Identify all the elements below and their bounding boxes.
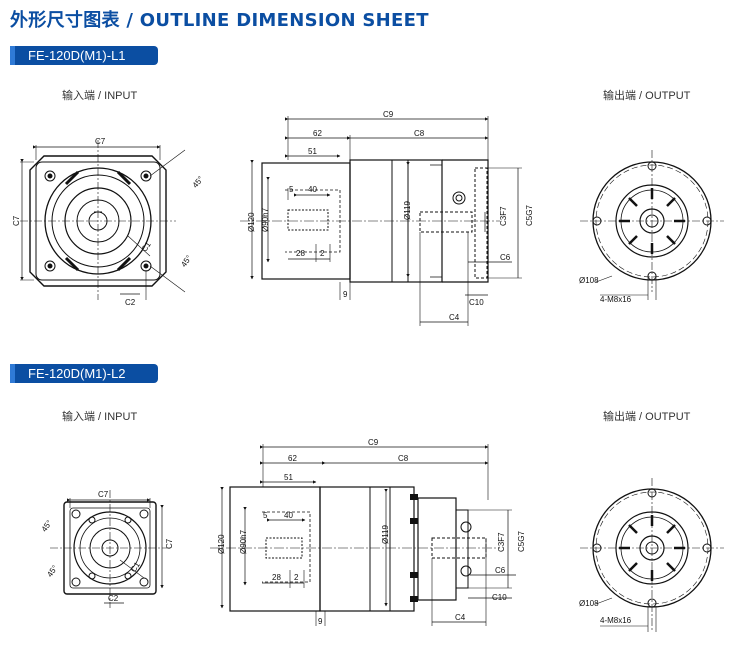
- dim-5-l1: 5: [289, 185, 294, 194]
- dim-51-l1: 51: [308, 147, 317, 156]
- dim-28-l1: 28: [296, 249, 305, 258]
- dim-c5-l2: C5G7: [517, 531, 526, 552]
- side-view-l2: [210, 444, 516, 626]
- dim-c3-l2: C3F7: [497, 532, 506, 552]
- dim-c9-l1: C9: [383, 110, 394, 119]
- dim-c1-l2: C1: [129, 560, 143, 574]
- dim-c7-side-l1: C7: [12, 215, 21, 226]
- dim-c7-top-l1: C7: [95, 137, 106, 146]
- dim-phi108-l2: Ø108: [579, 599, 599, 608]
- input-label-l1: 输入端 / INPUT: [62, 90, 138, 102]
- dim-62-l2: 62: [288, 454, 297, 463]
- output-label-l2: 输出端 / OUTPUT: [603, 411, 691, 423]
- dim-c2-l2: C2: [108, 594, 119, 603]
- dim-c7-top-l2: C7: [98, 490, 109, 499]
- dim-9-l2: 9: [318, 617, 323, 626]
- dim-40-l2: 40: [284, 511, 293, 520]
- dim-40-l1: 40: [308, 185, 317, 194]
- dim-2-l2: 2: [294, 573, 299, 582]
- input-label-l2: 输入端 / INPUT: [62, 411, 138, 423]
- dim-phi90-l2: Ø90h7: [239, 529, 248, 554]
- dim-phi119-l2: Ø119: [381, 524, 390, 544]
- dim-c6-l1: C6: [500, 253, 511, 262]
- dim-5-l2: 5: [263, 511, 268, 520]
- dim-phi120-l2: Ø120: [217, 534, 226, 554]
- dim-c5-l1: C5G7: [525, 205, 534, 226]
- output-label-l1: 输出端 / OUTPUT: [603, 90, 691, 102]
- dim-c4-l1: C4: [449, 313, 460, 322]
- dim-c6-l2: C6: [495, 566, 506, 575]
- dim-phi120-l1: Ø120: [247, 212, 256, 232]
- dim-9-l1: 9: [343, 290, 348, 299]
- dim-2-l1: 2: [320, 249, 325, 258]
- dim-angle-top-l1: 45°: [191, 175, 206, 190]
- model-tag-l1: FE-120D(M1)-L1: [10, 46, 158, 65]
- output-view-l1: [580, 150, 724, 300]
- model-tag-l2: FE-120D(M1)-L2: [10, 364, 158, 383]
- dim-c3-l1: C3F7: [499, 206, 508, 226]
- page-title: 外形尺寸图表 / OUTLINE DIMENSION SHEET: [10, 10, 429, 31]
- dim-c10-l2: C10: [492, 593, 507, 602]
- dim-c10-l1: C10: [469, 298, 484, 307]
- dim-c7-side-l2: C7: [165, 538, 174, 549]
- dim-62-l1: 62: [313, 129, 322, 138]
- dim-bolt-l1: 4-M8x16: [600, 295, 632, 304]
- dim-c9-l2: C9: [368, 438, 379, 447]
- dim-c2-l1: C2: [125, 298, 136, 307]
- input-view-l2: [50, 490, 170, 608]
- dim-phi90-l1: Ø90h7: [261, 207, 270, 232]
- dim-angle-bottom-l2: 45°: [45, 564, 59, 579]
- dim-c4-l2: C4: [455, 613, 466, 622]
- dim-c8-l2: C8: [398, 454, 409, 463]
- input-view-l1: [20, 140, 186, 300]
- dim-angle-top-l2: 45°: [40, 518, 54, 533]
- dim-angle-bottom-l1: 45°: [179, 254, 193, 269]
- dim-28-l2: 28: [272, 573, 281, 582]
- dim-phi108-l1: Ø108: [579, 276, 599, 285]
- dim-51-l2: 51: [284, 473, 293, 482]
- side-view-l1: [240, 116, 522, 326]
- dim-phi119-l1: Ø119: [403, 200, 412, 220]
- output-view-l2: [580, 478, 724, 632]
- dim-c8-l1: C8: [414, 129, 425, 138]
- dim-bolt-l2: 4-M8x16: [600, 616, 632, 625]
